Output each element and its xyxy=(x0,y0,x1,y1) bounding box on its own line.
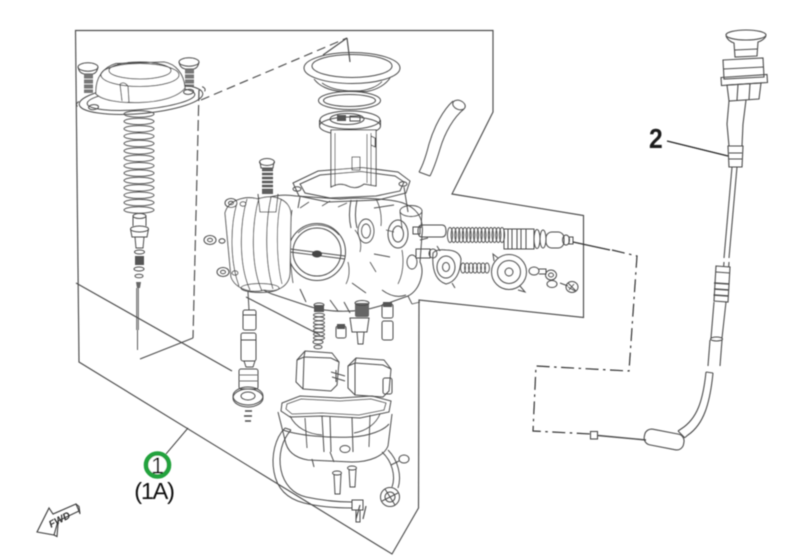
svg-text:2: 2 xyxy=(649,123,663,155)
svg-text:(1A): (1A) xyxy=(134,478,174,504)
svg-text:1: 1 xyxy=(151,453,164,479)
